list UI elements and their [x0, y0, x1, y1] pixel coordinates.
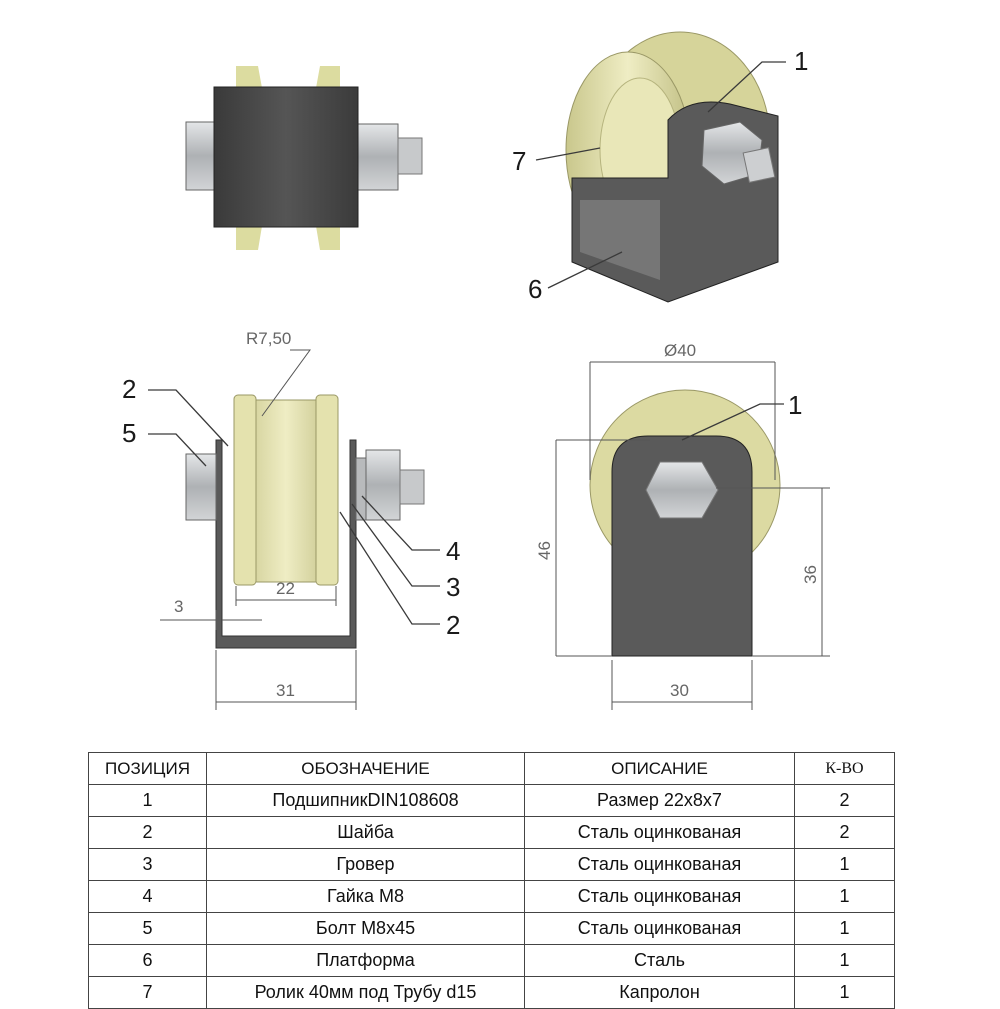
front-view — [185, 394, 425, 649]
bolt-head-front — [185, 453, 217, 521]
cell-quantity: 1 — [794, 848, 895, 881]
header-designation: ОБОЗНАЧЕНИЕ — [206, 752, 525, 785]
dimension-labels: R7,50 22 3 31 Ø40 46 36 30 — [174, 329, 820, 700]
cell-designation: Платформа — [206, 944, 525, 977]
cell-designation: Шайба — [206, 816, 525, 849]
callout-labels: 1 7 6 2 5 4 3 2 1 — [122, 46, 808, 640]
thread-iso — [742, 147, 776, 183]
table-row: 6 Платформа Сталь 1 — [88, 944, 895, 977]
cell-position: 2 — [88, 816, 207, 849]
header-description: ОПИСАНИЕ — [524, 752, 795, 785]
roller-bottom-flange — [236, 226, 340, 250]
dimension-lines — [160, 349, 830, 710]
callout-iso-6: 6 — [528, 274, 542, 304]
header-position: ПОЗИЦИЯ — [88, 752, 207, 785]
callout-iso-7: 7 — [512, 146, 526, 176]
callout-front-2-bottom: 2 — [446, 610, 460, 640]
cell-position: 6 — [88, 944, 207, 977]
bracket-plate — [213, 86, 359, 228]
table-row: 2 Шайба Сталь оцинкованая 2 — [88, 816, 895, 849]
bolt-thread — [397, 137, 423, 175]
callout-front-5: 5 — [122, 418, 136, 448]
cell-designation: Гайка М8 — [206, 880, 525, 913]
assembly-drawing: 1 7 6 2 5 4 3 2 1 R7,50 22 3 31 Ø40 46 3… — [122, 31, 830, 710]
cell-quantity: 2 — [794, 816, 895, 849]
cell-position: 7 — [88, 976, 207, 1009]
roller-right-rim — [315, 394, 339, 586]
cell-quantity: 1 — [794, 976, 895, 1009]
cell-description: Сталь оцинкованая — [524, 880, 795, 913]
table-row: 3 Гровер Сталь оцинкованая 1 — [88, 848, 895, 881]
roller-left-rim — [233, 394, 257, 586]
top-view — [185, 66, 423, 250]
table-header-row: ПОЗИЦИЯ ОБОЗНАЧЕНИЕ ОПИСАНИЕ К-ВО — [88, 752, 895, 785]
table-row: 4 Гайка М8 Сталь оцинкованая 1 — [88, 880, 895, 913]
dim-axle-height: 36 — [801, 565, 820, 584]
bolt-shank — [355, 123, 399, 191]
dim-plate-width: 30 — [670, 681, 689, 700]
cell-quantity: 1 — [794, 912, 895, 945]
callout-iso-1: 1 — [794, 46, 808, 76]
cell-description: Сталь оцинкованая — [524, 912, 795, 945]
thread-front — [399, 469, 425, 505]
cell-description: Сталь — [524, 944, 795, 977]
roller-top-flange — [236, 66, 340, 88]
cell-position: 4 — [88, 880, 207, 913]
bolt-head — [185, 121, 217, 191]
nut-side — [645, 461, 719, 519]
side-view — [589, 389, 781, 657]
nut-front — [365, 449, 401, 521]
cell-designation: ПодшипникDIN108608 — [206, 784, 525, 817]
dim-plate-thickness: 3 — [174, 597, 183, 616]
header-quantity: К-ВО — [794, 752, 895, 785]
parts-table: ПОЗИЦИЯ ОБОЗНАЧЕНИЕ ОПИСАНИЕ К-ВО 1 Подш… — [88, 752, 895, 1009]
cell-designation: Болт М8х45 — [206, 912, 525, 945]
isometric-view — [565, 31, 779, 303]
cell-position: 3 — [88, 848, 207, 881]
cell-description: Сталь оцинкованая — [524, 816, 795, 849]
dim-roller-width: 22 — [276, 579, 295, 598]
cell-description: Капролон — [524, 976, 795, 1009]
table-row: 5 Болт М8х45 Сталь оцинкованая 1 — [88, 912, 895, 945]
dim-groove-radius: R7,50 — [246, 329, 291, 348]
cell-quantity: 1 — [794, 880, 895, 913]
callout-side-1: 1 — [788, 390, 802, 420]
callout-front-4: 4 — [446, 536, 460, 566]
callout-front-2-top: 2 — [122, 374, 136, 404]
cell-description: Сталь оцинкованая — [524, 848, 795, 881]
dim-bracket-width: 31 — [276, 681, 295, 700]
bracket-iso-inner — [580, 200, 660, 280]
cell-quantity: 2 — [794, 784, 895, 817]
callout-front-3: 3 — [446, 572, 460, 602]
cell-description: Размер 22х8х7 — [524, 784, 795, 817]
leader-lines — [148, 61, 786, 625]
cell-position: 5 — [88, 912, 207, 945]
cell-designation: Ролик 40мм под Трубу d15 — [206, 976, 525, 1009]
table-row: 7 Ролик 40мм под Трубу d15 Капролон 1 — [88, 976, 895, 1009]
table-row: 1 ПодшипникDIN108608 Размер 22х8х7 2 — [88, 784, 895, 817]
dim-overall-height: 46 — [535, 541, 554, 560]
cell-designation: Гровер — [206, 848, 525, 881]
cell-quantity: 1 — [794, 944, 895, 977]
dim-wheel-diameter: Ø40 — [664, 341, 696, 360]
bracket-u — [215, 439, 357, 649]
cell-position: 1 — [88, 784, 207, 817]
